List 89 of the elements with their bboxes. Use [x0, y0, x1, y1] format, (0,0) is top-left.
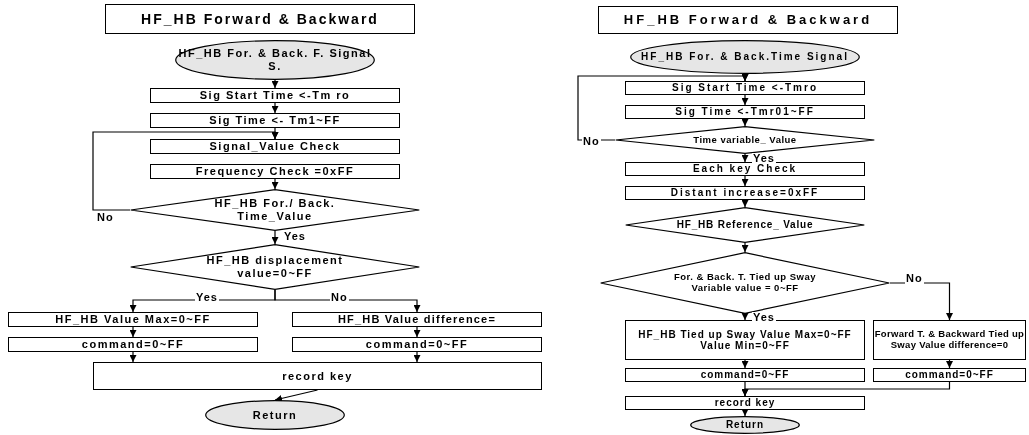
- arrow: [889, 282, 953, 321]
- arrow: [741, 94, 749, 106]
- terminal-text: Return: [252, 408, 298, 422]
- process-text: record key: [282, 369, 353, 383]
- process-text: Sig Time <-Tmr01~FF: [675, 106, 815, 118]
- arrow: [741, 153, 749, 163]
- edge-label: No: [905, 273, 924, 284]
- decision-text: HF_HB displacement value=0~FF: [205, 254, 345, 280]
- edge-label: No: [96, 212, 115, 223]
- terminal-ellipse: [175, 40, 375, 80]
- edge-label: Yes: [752, 153, 776, 164]
- decision-text: For. & Back. T. Tied up Sway Variable value = 0~FF: [672, 272, 818, 294]
- arrow: [577, 74, 749, 141]
- process-box: [625, 105, 865, 119]
- process-box: [150, 113, 400, 128]
- process-box: [625, 368, 865, 382]
- title-box: [105, 4, 415, 34]
- terminal-text: HF_HB For. & Back. F. Signal S.: [177, 47, 373, 73]
- process-text: Forward T. & Backward Tied up Sway Value difference=0: [874, 329, 1025, 351]
- terminal-ellipse: [630, 40, 860, 74]
- arrow: [741, 199, 749, 208]
- process-text: Distant increase=0xFF: [670, 187, 820, 199]
- arrow: [741, 359, 749, 369]
- arrow: [741, 175, 749, 187]
- process-text: HF_HB Value Max=0~FF: [55, 313, 211, 326]
- arrow: [92, 131, 279, 211]
- process-text: command=0~FF: [81, 338, 185, 351]
- process-box: [150, 88, 400, 103]
- arrow: [741, 242, 749, 253]
- terminal-text: Return: [725, 419, 765, 431]
- process-box: [625, 162, 865, 176]
- arrow: [271, 230, 279, 245]
- process-box: [625, 396, 865, 410]
- process-box: [93, 362, 542, 390]
- process-text: Sig Start Time <-Tmro: [672, 82, 818, 94]
- process-text: Sig Start Time <-Tm ro: [199, 89, 351, 102]
- process-box: [150, 139, 400, 154]
- edge-label: Yes: [752, 312, 776, 323]
- process-box: [625, 81, 865, 95]
- process-text: Frequency Check =0xFF: [195, 165, 355, 178]
- process-box: [292, 312, 542, 327]
- terminal-text: HF_HB For. & Back.Time Signal: [641, 51, 849, 63]
- decision-text: HF_HB Reference_ Value: [676, 219, 814, 231]
- process-text: HF_HB Value difference=: [337, 313, 497, 326]
- process-text: record key: [714, 397, 776, 409]
- arrow: [274, 289, 421, 313]
- process-box: [625, 186, 865, 200]
- title-text: HF_HB Forward & Backward: [141, 10, 379, 28]
- arrow: [413, 326, 421, 338]
- arrow: [274, 389, 319, 402]
- arrow: [271, 178, 279, 190]
- edge-label: No: [330, 292, 349, 303]
- process-box: [292, 337, 542, 352]
- process-text: command=0~FF: [700, 369, 790, 381]
- decision-text: Time variable_ Value: [693, 134, 797, 146]
- process-box: [150, 164, 400, 179]
- decision-diamond: [130, 189, 420, 231]
- arrow: [741, 118, 749, 127]
- arrow: [741, 313, 749, 321]
- process-text: command=0~FF: [905, 369, 994, 381]
- process-box: [873, 320, 1026, 360]
- arrow: [946, 359, 953, 369]
- arrow: [413, 351, 421, 363]
- decision-diamond: [600, 252, 890, 314]
- process-box: [873, 368, 1026, 382]
- process-text: HF_HB Tied up Sway Value Max=0~FF Value Min=0~FF: [637, 328, 853, 352]
- process-text: command=0~FF: [365, 338, 469, 351]
- terminal-ellipse: [690, 416, 800, 434]
- title-text: HF_HB Forward & Backward: [623, 12, 873, 28]
- edge-label: No: [582, 136, 601, 147]
- edge-label: Yes: [195, 292, 219, 303]
- arrow: [741, 381, 951, 397]
- arrow: [271, 79, 279, 89]
- decision-diamond: [625, 207, 865, 243]
- process-box: [625, 320, 865, 360]
- process-box: [8, 312, 258, 327]
- process-box: [8, 337, 258, 352]
- arrow: [271, 102, 279, 114]
- arrow: [129, 326, 137, 338]
- decision-diamond: [130, 244, 420, 290]
- process-text: Signal_Value Check: [209, 140, 341, 153]
- decision-diamond: [615, 126, 875, 154]
- arrow: [129, 351, 137, 363]
- title-box: [598, 6, 898, 34]
- decision-text: HF_HB For./ Back. Time_Value: [213, 197, 337, 223]
- process-text: Sig Time <- Tm1~FF: [209, 114, 341, 127]
- terminal-ellipse: [205, 400, 345, 430]
- process-text: Each key Check: [692, 163, 798, 175]
- edge-label: Yes: [283, 231, 307, 242]
